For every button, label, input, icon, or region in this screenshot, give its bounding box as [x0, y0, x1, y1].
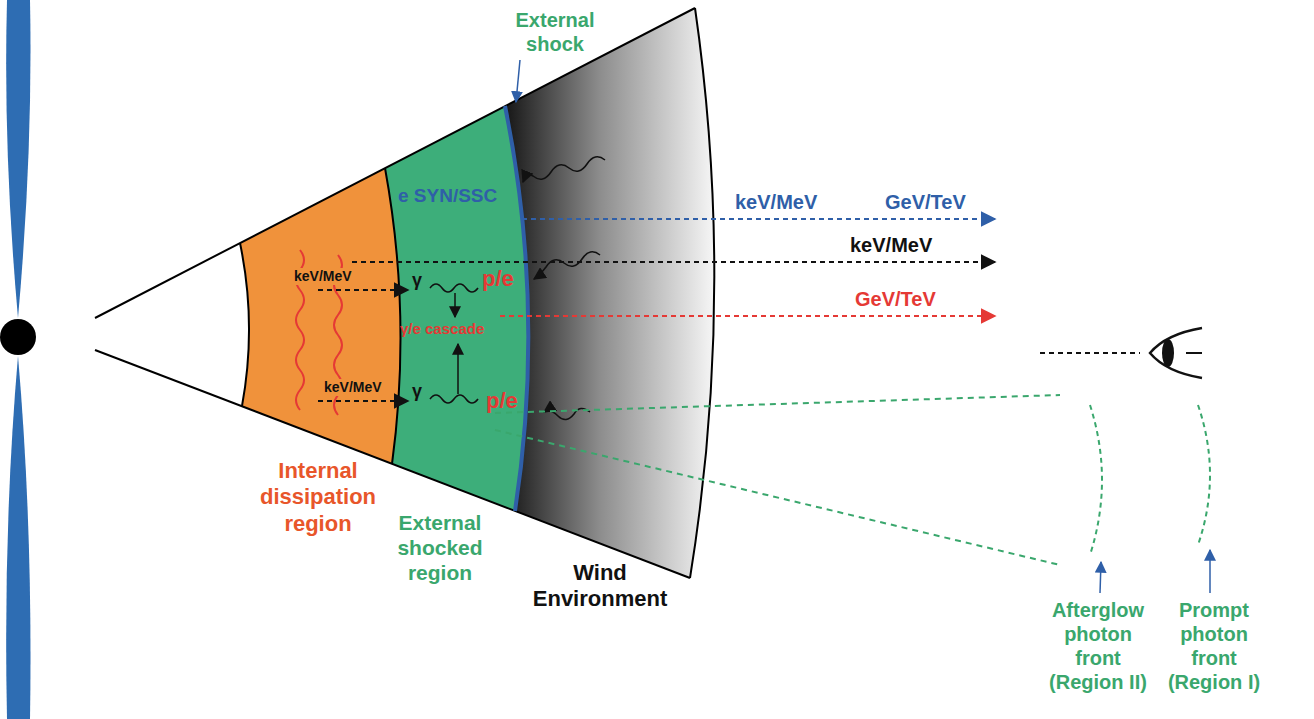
wind-environment: [505, 8, 714, 578]
internal-dissipation-region: [240, 168, 401, 464]
line-of-sight: [1040, 352, 1140, 354]
observer-pupil: [1162, 339, 1174, 367]
process-label: e SYN/SSC: [398, 185, 497, 208]
prompt-emission: [352, 261, 995, 263]
observer-eye: [1150, 328, 1202, 378]
region-boundary: [690, 8, 714, 578]
front-label: Afterglow photon front (Region II): [1042, 598, 1154, 694]
afterglow-emission: [522, 218, 995, 220]
region-title: Wind Environment: [524, 560, 676, 613]
cascade-emission: [500, 315, 995, 317]
process-label: γ/e cascade: [400, 320, 484, 338]
photon-arrow: [318, 400, 408, 402]
leader-line: [516, 60, 520, 102]
external-shock-front: [505, 106, 528, 511]
seed-photon: [523, 157, 605, 182]
external-shocked-region: [385, 106, 528, 511]
region-title: External shock: [505, 8, 605, 56]
energy-band: keV/MeV: [850, 233, 932, 257]
prompt-front: [1198, 405, 1210, 545]
particle-symbol: p/e: [482, 266, 514, 292]
central-engine: [0, 319, 36, 355]
front-label: Prompt photon front (Region I): [1158, 598, 1270, 694]
jet-lobe: [6, 0, 30, 318]
seed-photon: [534, 252, 600, 279]
region-title: Internal dissipation region: [252, 458, 384, 537]
particle-symbol: γ: [412, 270, 422, 292]
cone-edge: [95, 8, 695, 318]
particle-symbol: p/e: [486, 388, 518, 414]
gamma-wave: [430, 395, 478, 403]
energy-band: GeV/TeV: [885, 190, 966, 214]
front-projection: [495, 395, 1060, 413]
inner-cone: [95, 243, 249, 406]
energy-band: keV/MeV: [322, 379, 384, 396]
energy-band: keV/MeV: [292, 268, 354, 285]
region-boundary: [385, 168, 401, 464]
leader-line: [1100, 562, 1101, 593]
energy-band: keV/MeV: [735, 190, 817, 214]
energy-band: GeV/TeV: [855, 287, 936, 311]
observer-eye: [1186, 352, 1202, 354]
gamma-wave: [430, 284, 478, 292]
photon-arrow: [318, 289, 408, 291]
cascade-arrow: [457, 344, 459, 394]
front-projection: [495, 430, 1060, 565]
leader-line: [1209, 550, 1211, 593]
jet-lobe: [6, 356, 30, 719]
afterglow-front: [1090, 405, 1102, 555]
region-title: External shocked region: [384, 510, 496, 586]
cascade-arrow: [454, 293, 456, 317]
region-boundary: [240, 243, 249, 406]
particle-symbol: γ: [412, 381, 422, 403]
